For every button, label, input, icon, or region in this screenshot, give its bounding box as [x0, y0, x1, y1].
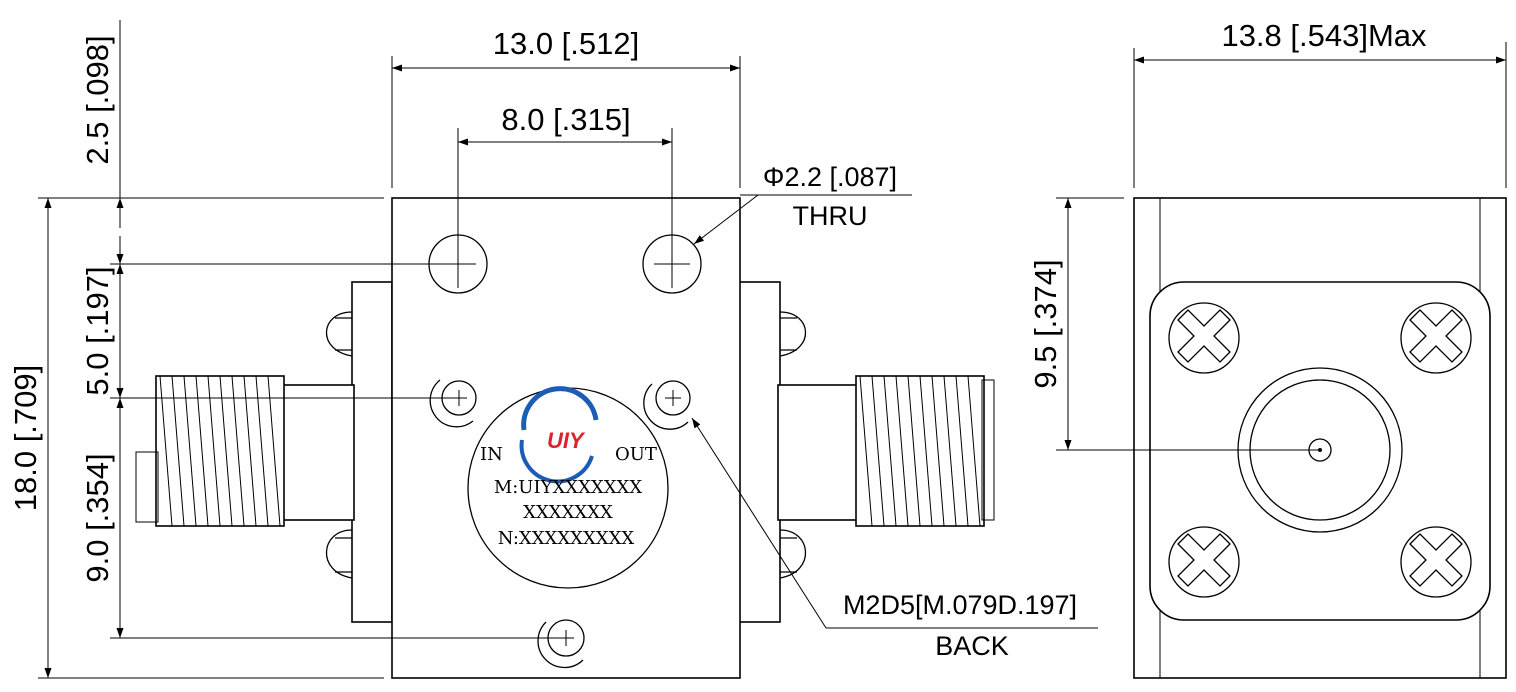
flange-screw-bottom-left [1168, 526, 1240, 598]
flange-screw-bottom-right [1400, 526, 1472, 598]
note-back-suffix: BACK [935, 631, 1009, 661]
dim-hole-pitch-vertical: 5.0 [.197] [80, 266, 115, 395]
side-view [1133, 197, 1507, 679]
flange-screw-top-left [1168, 302, 1240, 374]
uiy-logo: UIY [519, 386, 599, 484]
port-in-label: IN [480, 444, 503, 465]
left-connector [135, 281, 393, 623]
dim-top-width: 13.0 [.512] [493, 26, 640, 61]
threaded-hole-mid-right [643, 380, 691, 430]
model-line: M:UIYXXXXXXX [494, 477, 643, 498]
code-line: XXXXXXX [523, 502, 613, 523]
dim-side-width: 13.8 [.543]Max [1221, 18, 1427, 53]
dim-top-offset: 2.5 [.098] [80, 35, 115, 164]
side-dimensions: 13.8 [.543]Max 9.5 [.374] [1028, 18, 1507, 451]
flange-screw-top-right [1400, 302, 1472, 374]
front-dimensions: 13.0 [.512] 8.0 [.315] 18.0 [.709] 2.5 [… [8, 20, 1098, 679]
serial-line: N:XXXXXXXXX [498, 528, 635, 549]
dim-bottom-offset: 9.0 [.354] [80, 453, 115, 582]
logo-text: UIY [547, 428, 586, 453]
dim-hole-spacing: 8.0 [.315] [501, 102, 630, 137]
dim-overall-height: 18.0 [.709] [8, 365, 43, 512]
note-thru-suffix: THRU [793, 201, 868, 231]
note-back-thread: M2D5[M.079D.197] [843, 590, 1077, 620]
note-thru-hole-diameter: Φ2.2 [.087] [763, 162, 897, 192]
right-connector [737, 281, 995, 623]
port-out-label: OUT [615, 444, 657, 465]
dim-connector-height: 9.5 [.374] [1028, 259, 1063, 388]
isolator-body [391, 197, 741, 679]
front-view: UIY IN OUT M:UIYXXXXXXX XXXXXXX N:XXXXXX… [135, 197, 995, 679]
